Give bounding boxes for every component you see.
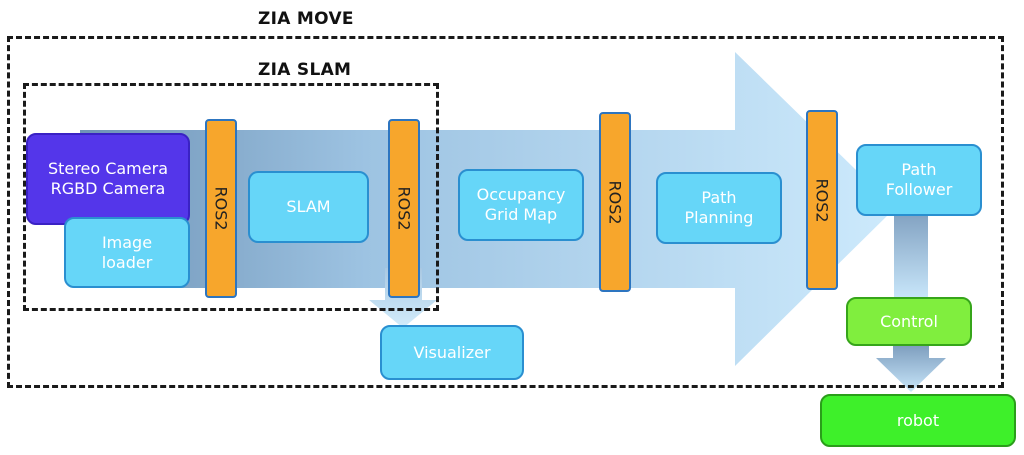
follower-to-control-arrow [894,210,928,298]
zia-move-title: ZIA MOVE [258,9,354,29]
ros2-label-1: ROS2 [211,186,231,231]
control-to-robot-arrow [876,346,946,392]
visualizer-arrow [369,268,437,328]
image-loader-node: Image loader [64,217,190,288]
ros2-label-4: ROS2 [812,177,832,223]
ros2-bar-1: ROS2 [205,119,237,298]
ros2-bar-2: ROS2 [388,119,420,298]
visualizer-node: Visualizer [380,325,524,380]
zia-move-boundary [7,36,1004,388]
zia-slam-title: ZIA SLAM [258,60,352,80]
ros2-bar-4: ROS2 [806,110,838,290]
path-follower-node: Path Follower [856,144,982,216]
slam-node: SLAM [248,171,369,243]
ros2-label-3: ROS2 [605,179,625,225]
camera-node: Stereo Camera RGBD Camera [26,133,190,225]
path-planning-node: Path Planning [656,172,782,244]
robot-node: robot [820,394,1016,447]
ros2-label-2: ROS2 [394,186,414,231]
occupancy-grid-node: Occupancy Grid Map [458,169,584,241]
control-node: Control [846,297,972,346]
zia-slam-boundary [23,83,439,311]
ros2-bar-3: ROS2 [599,112,631,292]
